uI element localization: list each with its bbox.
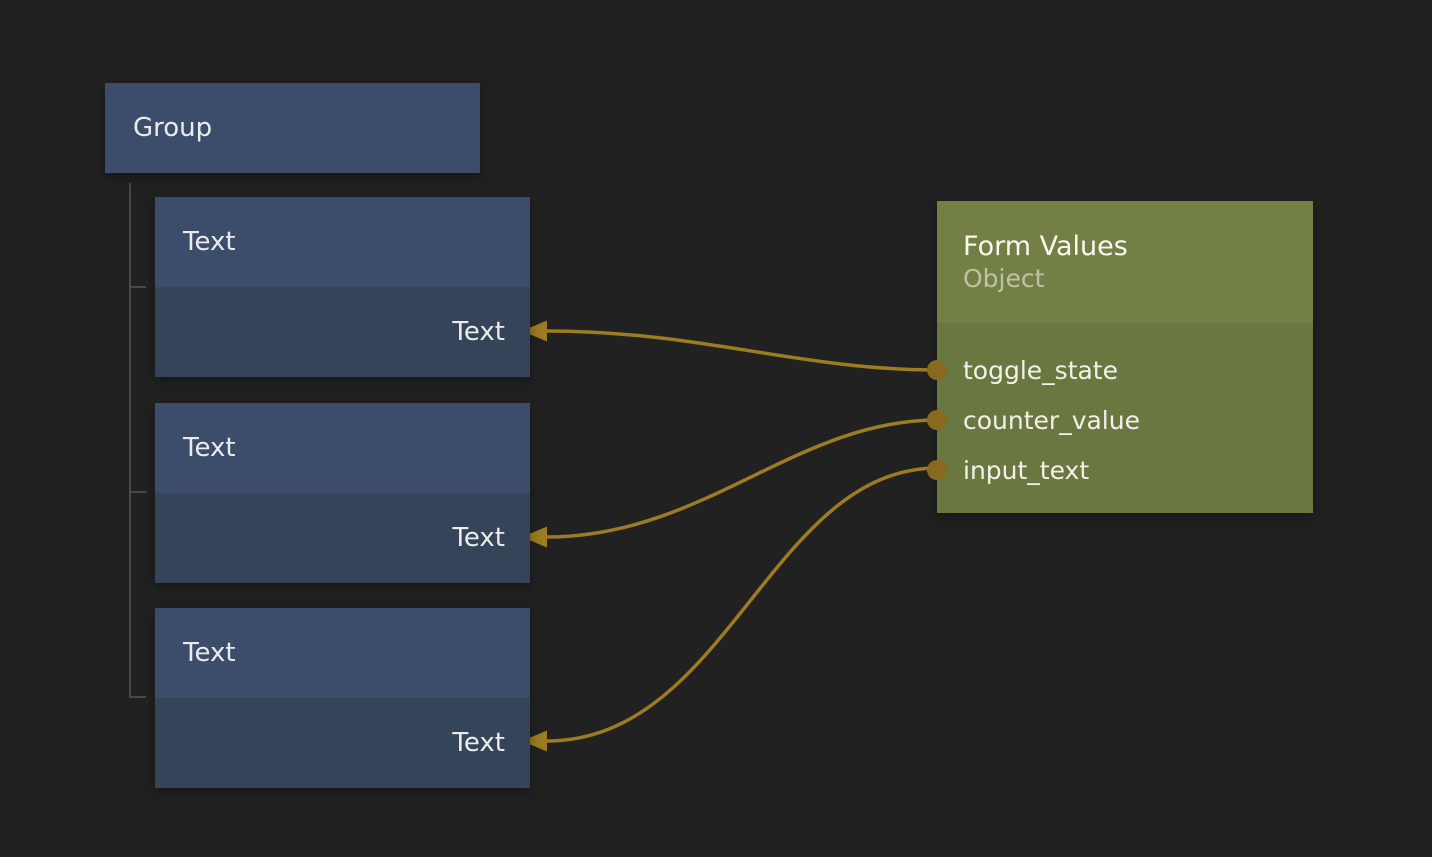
text-node-1-header[interactable]: Text <box>155 197 530 287</box>
wire-arrowhead-icon <box>522 730 547 752</box>
node-text-1[interactable]: Text Text <box>155 197 530 377</box>
wire-counter-value-to-text-2[interactable] <box>545 418 939 539</box>
port-toggle-state[interactable] <box>927 360 947 380</box>
output-label-input-text: input_text <box>963 455 1090 485</box>
node-group[interactable]: Group <box>105 83 480 173</box>
wire-toggle-state-to-text-1[interactable] <box>545 329 939 372</box>
form-values-header[interactable]: Form Values Object <box>937 201 1313 323</box>
text-node-2-title: Text <box>183 433 236 463</box>
text-node-2-input-label: Text <box>452 523 505 553</box>
text-node-3-header[interactable]: Text <box>155 608 530 698</box>
node-text-3[interactable]: Text Text <box>155 608 530 788</box>
text-node-2-header[interactable]: Text <box>155 403 530 493</box>
text-node-3-input-label: Text <box>452 728 505 758</box>
node-form-values[interactable]: Form Values Object toggle_state counter_… <box>927 201 1313 513</box>
node-text-2[interactable]: Text Text <box>155 403 530 583</box>
port-input-text[interactable] <box>927 460 947 480</box>
form-values-title: Form Values <box>963 231 1128 262</box>
text-node-1-input-label: Text <box>452 317 505 347</box>
text-node-3-body: Text <box>155 698 530 788</box>
text-node-3-title: Text <box>183 638 236 668</box>
wire-arrowhead-icon <box>522 526 547 548</box>
form-values-body: toggle_state counter_value input_text <box>927 323 1313 513</box>
group-node-title: Group <box>133 113 213 143</box>
output-label-toggle-state: toggle_state <box>963 355 1118 385</box>
wire-arrowhead-icon <box>522 320 547 342</box>
output-label-counter-value: counter_value <box>963 405 1140 435</box>
text-node-1-title: Text <box>183 227 236 257</box>
text-node-1-body: Text <box>155 287 530 377</box>
form-values-row-input-text: input_text <box>927 445 1313 495</box>
text-node-2-body: Text <box>155 493 530 583</box>
form-values-row-toggle-state: toggle_state <box>927 345 1313 395</box>
form-values-row-counter-value: counter_value <box>927 395 1313 445</box>
port-counter-value[interactable] <box>927 410 947 430</box>
form-values-subtitle: Object <box>963 264 1045 293</box>
wire-input-text-to-text-3[interactable] <box>545 466 939 743</box>
group-children-connector <box>129 183 146 698</box>
